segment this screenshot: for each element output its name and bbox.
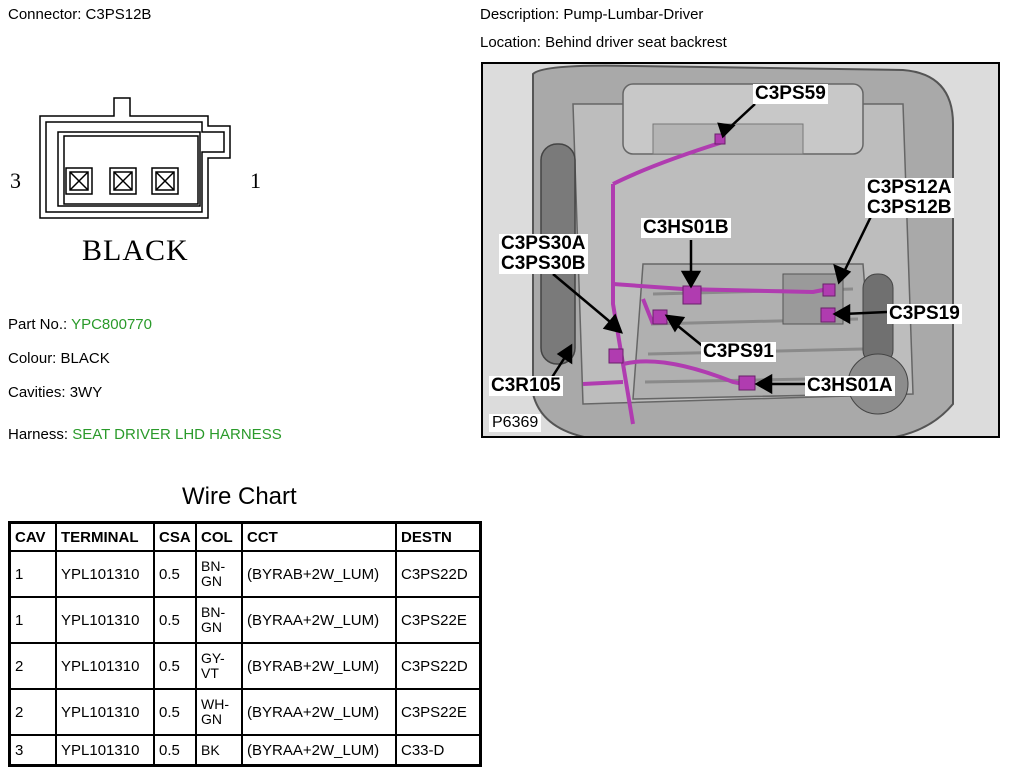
cell-cav: 1 xyxy=(8,596,57,644)
table-row: 1 YPL101310 0.5 BN-GN (BYRAB+2W_LUM) C3P… xyxy=(8,550,482,598)
cell-cct: (BYRAA+2W_LUM) xyxy=(241,596,397,644)
callout-c3r105: C3R105 xyxy=(489,375,563,396)
description-value: Pump-Lumbar-Driver xyxy=(563,6,704,23)
part-no-line: Part No.: YPC800770 xyxy=(8,316,152,333)
cell-cct: (BYRAA+2W_LUM) xyxy=(241,734,397,767)
cell-terminal: YPL101310 xyxy=(55,596,155,644)
header-col: COL xyxy=(195,521,243,552)
wire-chart-header-row: CAV TERMINAL CSA COL CCT DESTN xyxy=(8,521,482,552)
cell-cav: 2 xyxy=(8,688,57,736)
cell-col: BK xyxy=(195,734,243,767)
header-csa: CSA xyxy=(153,521,197,552)
harness-label: Harness: xyxy=(8,426,69,443)
description-line: Description: Pump-Lumbar-Driver xyxy=(480,6,703,23)
callout-c3ps12a: C3PS12A xyxy=(865,177,954,198)
callout-c3ps91: C3PS91 xyxy=(701,341,776,362)
pin-left-number: 3 xyxy=(10,168,21,193)
cavities-value: 3WY xyxy=(69,384,103,401)
cell-cav: 2 xyxy=(8,642,57,690)
harness-line: Harness: SEAT DRIVER LHD HARNESS xyxy=(8,426,282,443)
cell-csa: 0.5 xyxy=(153,688,197,736)
harness-wiring xyxy=(582,140,829,425)
colour-line: Colour: BLACK xyxy=(8,350,110,367)
cavity-1 xyxy=(151,167,179,195)
cell-destn: C3PS22D xyxy=(395,550,482,598)
seat-illustration xyxy=(483,64,998,436)
cell-cav: 3 xyxy=(8,734,57,767)
connector-outer-shell xyxy=(39,97,231,219)
cell-csa: 0.5 xyxy=(153,596,197,644)
wire-chart-table: CAV TERMINAL CSA COL CCT DESTN 1 YPL1013… xyxy=(8,521,482,767)
table-row: 1 YPL101310 0.5 BN-GN (BYRAA+2W_LUM) C3P… xyxy=(8,596,482,644)
cell-destn: C3PS22E xyxy=(395,596,482,644)
callout-c3hs01a: C3HS01A xyxy=(805,375,895,396)
cell-terminal: YPL101310 xyxy=(55,550,155,598)
cell-cav: 1 xyxy=(8,550,57,598)
cell-col: WH-GN xyxy=(195,688,243,736)
connector-colour-label: BLACK xyxy=(82,234,189,267)
cell-terminal: YPL101310 xyxy=(55,642,155,690)
harness-value[interactable]: SEAT DRIVER LHD HARNESS xyxy=(72,426,282,443)
photo-id: P6369 xyxy=(489,414,542,432)
cell-destn: C3PS22E xyxy=(395,688,482,736)
location-label: Location: xyxy=(480,34,541,51)
part-no-label: Part No.: xyxy=(8,316,68,333)
cell-csa: 0.5 xyxy=(153,642,197,690)
callout-c3hs01b: C3HS01B xyxy=(641,217,731,238)
cell-cct: (BYRAB+2W_LUM) xyxy=(241,642,397,690)
cavities-line: Cavities: 3WY xyxy=(8,384,102,401)
cavities-label: Cavities: xyxy=(8,384,66,401)
cell-csa: 0.5 xyxy=(153,550,197,598)
connector-inner-shell xyxy=(45,121,225,213)
callout-c3ps59: C3PS59 xyxy=(753,83,828,104)
header-cav: CAV xyxy=(8,521,57,552)
header-terminal: TERMINAL xyxy=(55,521,155,552)
connector-value: C3PS12B xyxy=(85,6,152,23)
cell-col: BN-GN xyxy=(195,550,243,598)
cell-col: GY-VT xyxy=(195,642,243,690)
connector-label: Connector: xyxy=(8,6,82,23)
table-row: 2 YPL101310 0.5 GY-VT (BYRAB+2W_LUM) C3P… xyxy=(8,642,482,690)
cavity-2 xyxy=(109,167,137,195)
callout-c3ps30a: C3PS30A xyxy=(499,233,588,254)
header-cct: CCT xyxy=(241,521,397,552)
part-no-value[interactable]: YPC800770 xyxy=(71,316,152,333)
connector-line: Connector: C3PS12B xyxy=(8,6,151,23)
cell-cct: (BYRAA+2W_LUM) xyxy=(241,688,397,736)
connector-face-diagram xyxy=(39,97,231,219)
colour-value: BLACK xyxy=(60,350,110,367)
cell-destn: C33-D xyxy=(395,734,482,767)
cell-col: BN-GN xyxy=(195,596,243,644)
wire-chart-title: Wire Chart xyxy=(182,483,297,510)
table-row: 2 YPL101310 0.5 WH-GN (BYRAA+2W_LUM) C3P… xyxy=(8,688,482,736)
location-value: Behind driver seat backrest xyxy=(545,34,727,51)
cell-cct: (BYRAB+2W_LUM) xyxy=(241,550,397,598)
cell-csa: 0.5 xyxy=(153,734,197,767)
pin-right-number: 1 xyxy=(250,168,261,193)
location-line: Location: Behind driver seat backrest xyxy=(480,34,727,51)
location-photo: C3PS59 C3PS12A C3PS12B C3HS01B C3PS30A C… xyxy=(481,62,1000,438)
colour-label: Colour: xyxy=(8,350,57,367)
callout-c3ps12b: C3PS12B xyxy=(865,197,954,218)
description-label: Description: xyxy=(480,6,560,23)
callout-c3ps19: C3PS19 xyxy=(887,303,962,324)
cavity-3 xyxy=(65,167,93,195)
cell-destn: C3PS22D xyxy=(395,642,482,690)
cell-terminal: YPL101310 xyxy=(55,688,155,736)
cell-terminal: YPL101310 xyxy=(55,734,155,767)
table-row: 3 YPL101310 0.5 BK (BYRAA+2W_LUM) C33-D xyxy=(8,734,482,767)
header-destn: DESTN xyxy=(395,521,482,552)
callout-c3ps30b: C3PS30B xyxy=(499,253,588,274)
